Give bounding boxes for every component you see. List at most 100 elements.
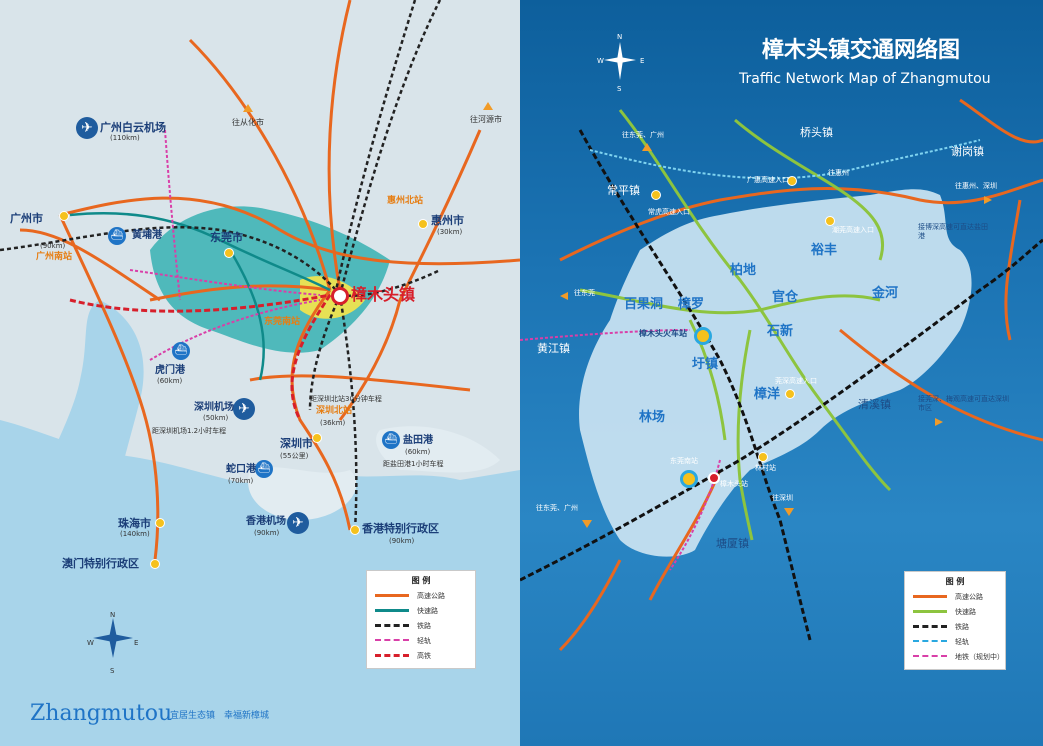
baiyun-airport-distance: (110km) [110,134,140,142]
railways [0,0,442,531]
hk-marker [350,525,360,535]
jinhe-town: 金河 [872,286,899,301]
xiegang-town: 谢岗镇 [951,145,984,158]
zhangmutou-label: 樟木头镇 [351,285,416,304]
guangzhou-marker [59,211,69,221]
zmt-south-station-marker [708,472,720,484]
guanshen-exit-label: 广惠高速入口 [747,176,789,184]
hk-airport-distance: (90km) [254,529,280,537]
ship-icon: ⛴ [382,431,400,449]
qiaotou-town: 桥头镇 [800,126,833,139]
to-conghua-label: 往从化市 [232,118,264,127]
shenzhen-airport-label: 深圳机场 [194,402,234,413]
exit-marker [758,452,768,462]
zhuhai-distance: (140km) [120,530,150,538]
exit-marker [651,190,661,200]
compass-s: S [617,85,622,93]
ship-icon: ⛴ [255,460,273,478]
shenzhen-marker [312,433,322,443]
legend-text: 地铁（规划中） [955,653,1004,661]
to-shenzhen-label: 往深圳 [772,494,793,502]
compass-s: S [110,667,115,675]
slogan: 宜居生态镇 幸福新樟城 [170,711,270,721]
linchang-town: 林场 [639,410,666,425]
shenzhen-north-station-label: 深圳北站 [316,406,353,416]
local-light-rail [589,139,981,180]
direction-arrow-icon [984,196,992,204]
direction-arrow-icon [483,102,493,110]
legend-text: 快速路 [955,608,976,616]
pearl-river-estuary [38,300,144,550]
linchang-exit-label: 林村站 [755,464,776,472]
legend-text: 快速路 [417,607,438,615]
direction-arrow-icon [560,292,568,300]
legend-text: 高速公路 [955,593,983,601]
zhangluo-town: 樟罗 [678,297,705,312]
local-map-panel: 樟木头镇交通网络图 Traffic Network Map of Zhangmu… [520,0,1043,746]
legend-title: 图 例 [945,577,965,586]
dongguan-marker [224,248,234,258]
zmt-train-station-marker [694,327,712,345]
guangzhou-label: 广州市 [10,212,43,225]
dongguan-area [150,206,390,353]
zhuhai-marker [155,518,165,528]
legend-text: 轻轨 [955,638,969,646]
to-dongguan-guangzhou-label: 往东莞、广州 [622,131,664,139]
direction-arrow-icon [935,418,943,426]
hk-islands [248,467,357,520]
brand-logo: Zhangmutou [30,701,173,726]
compass-e: E [640,57,645,65]
to-dongguan-label: 往东莞 [574,289,595,297]
zmt-train-station-label: 樟木头火车站 [639,329,687,338]
compass-n: N [110,611,116,619]
to-huizhou-shenzhen-label: 往惠州、深圳 [955,182,997,190]
changping-town: 常平镇 [607,184,640,197]
xuzhen-town: 圩镇 [692,357,719,372]
shixin-town: 石新 [767,324,794,339]
direction-arrow-icon [784,508,794,516]
guancang-town: 官仓 [772,290,799,305]
hk-distance: (90km) [389,537,415,545]
huizhou-distance: (30km) [437,228,463,236]
compass-w: W [597,57,604,65]
right-legend: 图 例 高速公路 快速路 铁路 轻轨 地铁（规划中） [904,571,1006,670]
regional-map-panel: ✈ 广州白云机场 (110km) 广州市 (90km) 广州南站 ⛴ 黄埔港 东… [0,0,520,746]
ship-icon: ⛴ [108,227,126,245]
exit-marker [785,389,795,399]
shekou-port-distance: (70km) [228,477,254,485]
yantian-port-distance: (60km) [405,448,431,456]
baiguo-town: 百果洞 [624,297,664,312]
tangxia-town: 塘厦镇 [716,537,749,550]
ship-icon: ⛴ [172,342,190,360]
dapeng-peninsula [376,426,500,473]
airplane-icon: ✈ [233,398,255,420]
compass-icon [93,618,133,658]
humen-port-label: 虎门港 [155,365,185,376]
legend-text: 高铁 [417,652,431,660]
compass-w: W [87,639,94,647]
guangzhou-south-label: 广州南站 [36,252,73,262]
yantian-port-label: 盐田港 [403,435,433,446]
zmt-south-station-label: 樟木头站 [720,480,748,488]
legend-text: 铁路 [955,623,969,631]
to-heyuan-label: 往河源市 [470,115,502,124]
jihe-exit-label: 莞深高速入口 [775,377,817,385]
shenzhen-label: 深圳市 [280,437,313,450]
dongguan-south-station-marker [680,470,698,488]
shenzhen-note: 接莞深、梅观高速可直达深圳市区 [918,395,1009,413]
baidi-town: 柏地 [730,263,757,278]
zhangyang-town: 樟洋 [754,387,781,402]
airplane-icon: ✈ [76,117,98,139]
compass-icon [604,42,636,80]
dongguan-south-station-label: 东莞南站 [264,317,301,327]
dongguan-south-station-label: 东莞南站 [670,457,698,465]
shenzhen-airport-distance: (50km) [203,414,229,422]
hk-label: 香港特别行政区 [362,522,439,535]
legend-title: 图 例 [411,576,431,585]
expressways [19,0,520,561]
yantian-note: 接博深高速可直达盐田港 [918,223,988,241]
local-metro [520,329,721,571]
macau-marker [150,559,160,569]
shenzhen-airport-note: 距深圳机场1.2小时车程 [152,427,227,435]
high-speed-rails [69,293,332,421]
